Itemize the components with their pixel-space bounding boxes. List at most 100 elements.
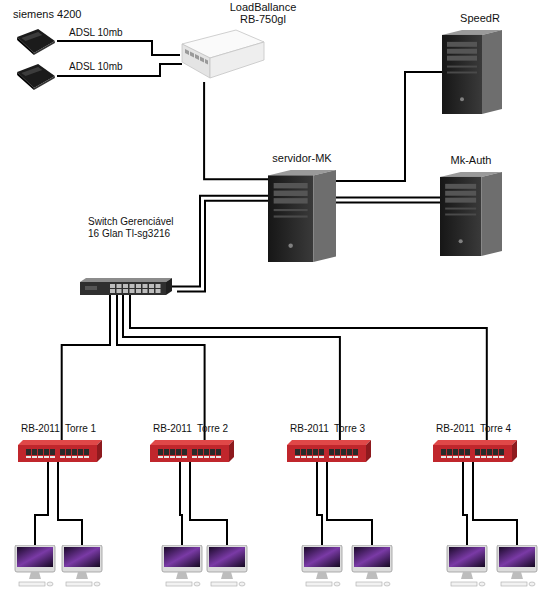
modem-highlight (21, 67, 42, 76)
network-cable (172, 196, 273, 292)
drawing-part (447, 456, 452, 458)
drawing-part (117, 284, 122, 288)
drawing-part (445, 198, 476, 203)
drawing-part (465, 456, 470, 458)
drawing-part (149, 289, 154, 293)
drawing-part (17, 29, 55, 53)
device-label: Torre 1 (65, 423, 96, 435)
drawing-part (44, 449, 49, 455)
router-icon (433, 440, 517, 462)
drawing-part (80, 282, 166, 295)
drawing-part (229, 440, 234, 462)
drawing-part (38, 456, 43, 458)
desktop-computer (15, 545, 55, 586)
drawing-part (60, 449, 65, 455)
drawing-part (440, 177, 481, 256)
lan-cable (58, 462, 82, 546)
drawing-part (307, 449, 312, 455)
drawing-part (32, 456, 37, 458)
device-label: RB-2011 (436, 423, 475, 435)
drawing-part (274, 191, 308, 196)
drawing-part (481, 456, 486, 458)
drawing-part (123, 284, 128, 288)
modem-icon (15, 27, 57, 55)
drawing-part (459, 456, 464, 458)
drawing-part (170, 449, 175, 455)
drawing-part (442, 35, 482, 114)
lan-cable (35, 462, 48, 546)
device-label: Torre 2 (197, 423, 228, 435)
drawing-part (287, 445, 366, 462)
drawing-part (192, 456, 197, 458)
server-icon (268, 170, 336, 262)
device-label: RB-2011 (153, 423, 192, 435)
drawing-part (78, 456, 83, 458)
desktop-computer (207, 545, 247, 586)
cable-line (62, 295, 110, 440)
network-cable (204, 82, 268, 179)
drawing-part (176, 456, 181, 458)
drawing-part (143, 284, 148, 288)
drawing-part (447, 72, 477, 74)
lan-cable (180, 462, 182, 546)
desktop-computer (352, 545, 392, 586)
drawing-part (50, 456, 55, 458)
drawing-part (481, 449, 486, 455)
drawing-part (353, 456, 358, 458)
drawing-part (347, 449, 352, 455)
router-icon (287, 440, 371, 462)
drawing-part (341, 456, 346, 458)
drawing-part (149, 284, 154, 288)
desktop-computer (162, 545, 202, 586)
drawing-part (192, 449, 197, 455)
drawing-part (335, 449, 340, 455)
drawing-part (198, 449, 203, 455)
drawing-part (216, 456, 221, 458)
drawing-part (32, 449, 37, 455)
network-cable (130, 295, 487, 440)
drawing-part (44, 456, 49, 458)
drawing-part (445, 184, 476, 189)
link-label: ADSL 10mb (69, 27, 123, 39)
drawing-part (34, 41, 55, 55)
drawing-part (182, 44, 210, 78)
drawing-part (216, 449, 221, 455)
network-cable (336, 72, 442, 181)
lan-cable (463, 462, 467, 546)
cable-line (177, 201, 273, 292)
lan-cable (190, 462, 227, 546)
lan-cable (327, 462, 372, 546)
cable-line (204, 82, 268, 179)
modem-top (17, 64, 55, 88)
drawing-part (341, 449, 346, 455)
lan-cables (35, 462, 517, 546)
drawing-part (66, 456, 71, 458)
drawing-part (123, 289, 128, 293)
drawing-part (319, 456, 324, 458)
drawing-part (499, 449, 504, 455)
drawing-part (164, 456, 169, 458)
drawing-part (329, 456, 334, 458)
cable-line (336, 197, 440, 199)
drawing-part (313, 170, 336, 262)
drawing-part (274, 183, 308, 188)
desktop-computer (62, 545, 102, 586)
cable-line (57, 41, 180, 55)
drawing-part (204, 449, 209, 455)
drawing-part (499, 456, 504, 458)
drawing-part (38, 449, 43, 455)
adsl-modem (17, 64, 55, 90)
drawing-part (274, 198, 308, 203)
drawing-part (493, 456, 498, 458)
drawing-part (26, 449, 31, 455)
drawing-part (288, 244, 293, 248)
modem-side (34, 76, 55, 90)
network-device: SpeedR (442, 30, 502, 114)
drawing-part (60, 456, 65, 458)
drawing-part (487, 449, 492, 455)
drawing-part (460, 97, 464, 101)
drawing-part (295, 449, 300, 455)
network-cable (336, 198, 440, 203)
drawing-part (447, 449, 452, 455)
